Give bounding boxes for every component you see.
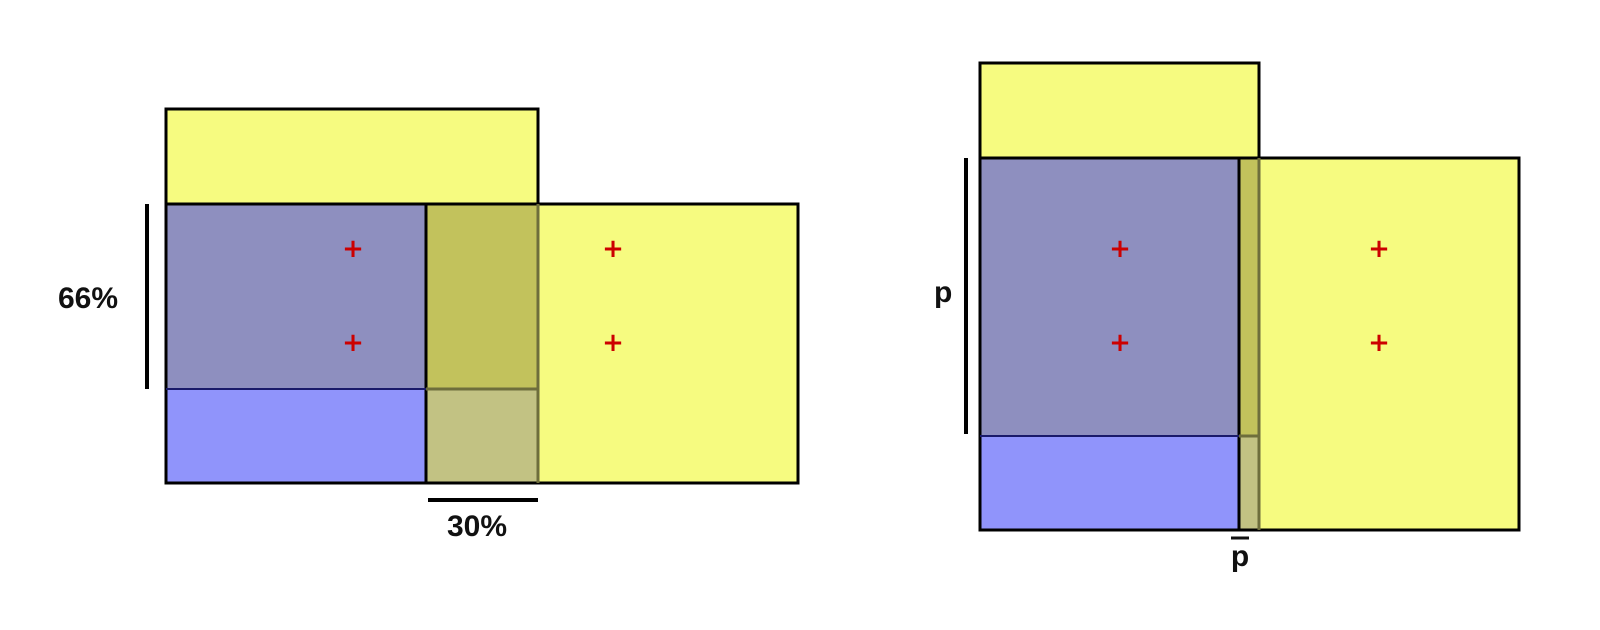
right-purple-region (980, 158, 1239, 436)
left-marker-1: + (342, 234, 364, 264)
left-blue-rect (166, 389, 426, 483)
left-marker-3: + (342, 328, 364, 358)
right-olive-region (1239, 158, 1259, 436)
left-tan-region (426, 389, 538, 483)
left-panel: 66% 30% + + + + (58, 107, 800, 543)
left-horizontal-label: 30% (447, 510, 507, 543)
right-marker-1: + (1109, 234, 1131, 264)
right-main-outline (978, 156, 1241, 532)
right-marker-4: + (1368, 328, 1390, 358)
right-tan-region (1239, 436, 1259, 530)
right-panel: p p + + + + (934, 61, 1521, 573)
right-marker-2: + (1368, 234, 1390, 264)
right-yellow-top-rect (980, 63, 1259, 158)
left-main-outline (164, 202, 428, 485)
left-yellow-top-rect (166, 109, 538, 204)
left-vertical-label: 66% (58, 282, 118, 315)
right-marker-3: + (1109, 328, 1131, 358)
left-purple-region (166, 204, 426, 389)
right-yellow-right-rect (1239, 158, 1519, 530)
right-blue-rect (980, 436, 1239, 530)
right-vertical-label: p (934, 276, 952, 309)
left-olive-region (426, 204, 538, 389)
left-marker-4: + (602, 328, 624, 358)
right-horizontal-label: p (1231, 540, 1249, 573)
left-marker-2: + (602, 234, 624, 264)
